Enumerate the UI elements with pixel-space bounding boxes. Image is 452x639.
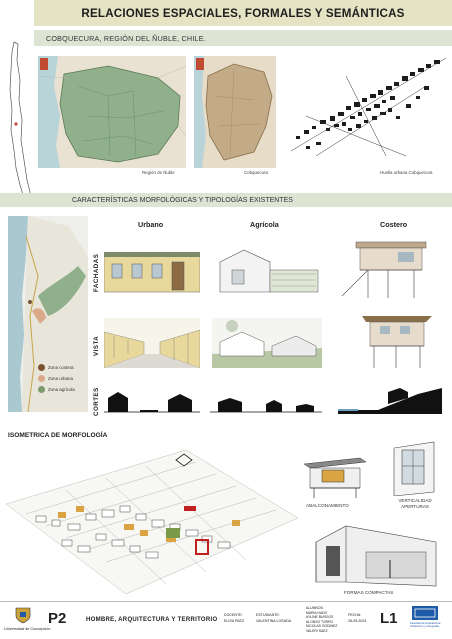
column-header-urban: Urbano xyxy=(138,220,164,229)
isometric-title: ISOMETRICA DE MORFOLOGÍA xyxy=(8,432,108,439)
section-bar: CARACTERÍSTICAS MORFOLÓGICAS Y TIPOLOGÍA… xyxy=(0,193,452,207)
team-member: ALONSO TORRO xyxy=(306,619,334,624)
university-crest-icon xyxy=(15,607,31,624)
date-label: FECHA: xyxy=(348,613,362,617)
caption-region: Región de Ñuble xyxy=(142,170,175,175)
footer: Universidad de Concepción P2 HOMBRE, ARQ… xyxy=(0,601,452,639)
view-urban xyxy=(104,318,200,368)
vertical-openings-sketch xyxy=(388,438,442,496)
faculty-logo-icon xyxy=(412,606,438,620)
urban-footprint-map xyxy=(286,56,452,168)
estudiante-name: VALENTINA LOSADA xyxy=(256,619,292,623)
view-agricultural xyxy=(212,318,322,368)
column-header-coastal: Costero xyxy=(380,220,408,229)
section-coastal xyxy=(338,384,442,414)
subtitle-bar: COBQUECURA, REGIÓN DEL ÑUBLE, CHILE. xyxy=(34,30,452,46)
view-coastal xyxy=(356,308,438,370)
caption-footprint: Huella urbana Cobquecura xyxy=(380,170,433,175)
legend-label-agricultural: Zona agrícola xyxy=(48,387,75,392)
team-member: MARIA HADO xyxy=(306,610,328,615)
team-member: AYLINE BURGOS xyxy=(306,615,334,620)
context-map: Zona costera Zona urbana Zona agrícola xyxy=(8,216,88,412)
column-header-agricultural: Agrícola xyxy=(250,220,279,229)
region-map xyxy=(38,56,186,168)
date-value: 28-09-2024 xyxy=(348,619,367,623)
label-compact: FORMAS COMPACTAS xyxy=(344,590,394,595)
legend-item-coastal: Zona costera xyxy=(38,364,75,371)
docente-name: ELISA PAEZ xyxy=(224,619,245,623)
legend-swatch-agricultural xyxy=(38,386,45,393)
legend-label-coastal: Zona costera xyxy=(48,365,74,370)
label-verticality: VERTICALIDAD APERTURAS xyxy=(398,498,432,509)
label-balcony: ABALCONAMIENTO xyxy=(306,503,349,508)
team-list: ALUMNOS: MARIA HADO AYLINE BURGOS ALONSO… xyxy=(306,606,337,634)
title-bar: RELACIONES ESPACIALES, FORMALES Y SEMÁNT… xyxy=(34,0,452,26)
section-urban xyxy=(104,388,200,414)
chile-map-icon xyxy=(9,41,32,199)
commune-map xyxy=(194,56,276,168)
row-label-sections: CORTES xyxy=(93,387,100,416)
row-label-facades: FACHADAS xyxy=(93,253,100,292)
legend-label-urban: Zona urbana xyxy=(48,376,73,381)
team-member: VALERI SAEZ xyxy=(306,628,328,633)
legend-swatch-urban xyxy=(38,375,45,382)
section-title: CARACTERÍSTICAS MORFOLÓGICAS Y TIPOLOGÍA… xyxy=(72,196,293,204)
row-label-view: VISTA xyxy=(93,335,100,356)
caption-commune: Cobquecura xyxy=(244,170,268,175)
legend: Zona costera Zona urbana Zona agrícola xyxy=(38,364,75,393)
facade-coastal xyxy=(338,236,438,298)
team-member: ALUMNOS: xyxy=(306,606,324,610)
compact-forms-sketch xyxy=(306,522,446,590)
facade-urban xyxy=(104,244,200,294)
faculty-name: Facultad de Arquitectura, Urbanismo y Ge… xyxy=(410,621,442,629)
legend-swatch-coastal xyxy=(38,364,45,371)
page-title: RELACIONES ESPACIALES, FORMALES Y SEMÁNT… xyxy=(81,6,405,20)
isometric-drawing xyxy=(6,444,298,598)
facade-agricultural xyxy=(210,244,322,294)
university-name: Universidad de Concepción xyxy=(4,627,51,631)
team-member: NICOLAS GODINEZ xyxy=(306,624,338,629)
section-agricultural xyxy=(210,388,322,414)
balcony-sketch xyxy=(300,448,370,500)
docente-label: DOCENTE: xyxy=(224,613,243,617)
course-name: HOMBRE, ARQUITECTURA Y TERRITORIO xyxy=(86,617,218,623)
legend-item-urban: Zona urbana xyxy=(38,375,75,382)
page-subtitle: COBQUECURA, REGIÓN DEL ÑUBLE, CHILE. xyxy=(46,33,206,43)
legend-item-agricultural: Zona agrícola xyxy=(38,386,75,393)
sheet-code: P2 xyxy=(48,610,67,627)
estudiante-label: ESTUDIANTE: xyxy=(256,613,280,617)
sheet-number: L1 xyxy=(380,610,398,627)
